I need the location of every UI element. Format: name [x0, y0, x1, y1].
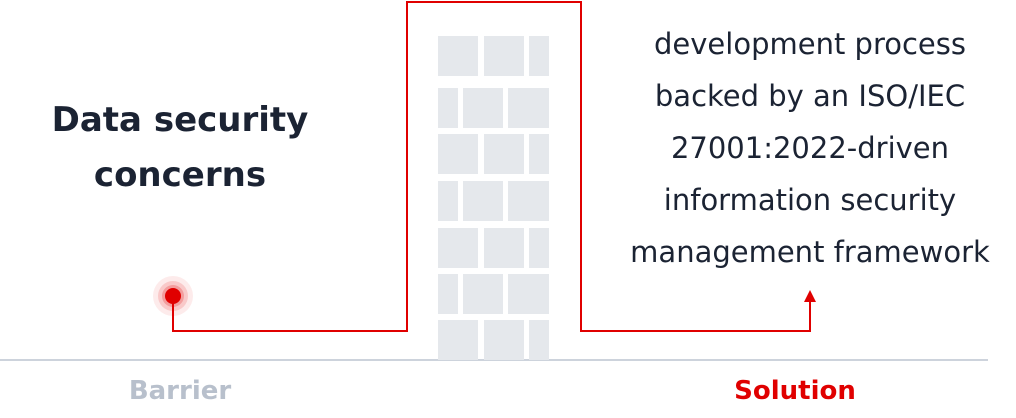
problem-line-2: concerns [93, 155, 267, 195]
path-over-barrier [172, 1, 811, 332]
solution-line-4: information security [663, 183, 957, 217]
solution-line-5: management framework [630, 235, 990, 269]
solution-line-3: 27001:2022-driven [670, 131, 950, 165]
start-point-icon [153, 276, 193, 316]
solution-line-2: backed by an ISO/IEC [654, 79, 966, 113]
brick-wall [438, 36, 549, 360]
solution-label: Solution [734, 376, 856, 406]
barrier-label: Barrier [128, 376, 232, 406]
arrow-head-icon [804, 290, 816, 302]
solution-statement: development process backed by an ISO/IEC… [605, 18, 1015, 278]
solution-line-1: development process [654, 27, 966, 61]
problem-line-1: Data security [51, 100, 309, 140]
problem-statement: Data security concerns [40, 93, 320, 203]
